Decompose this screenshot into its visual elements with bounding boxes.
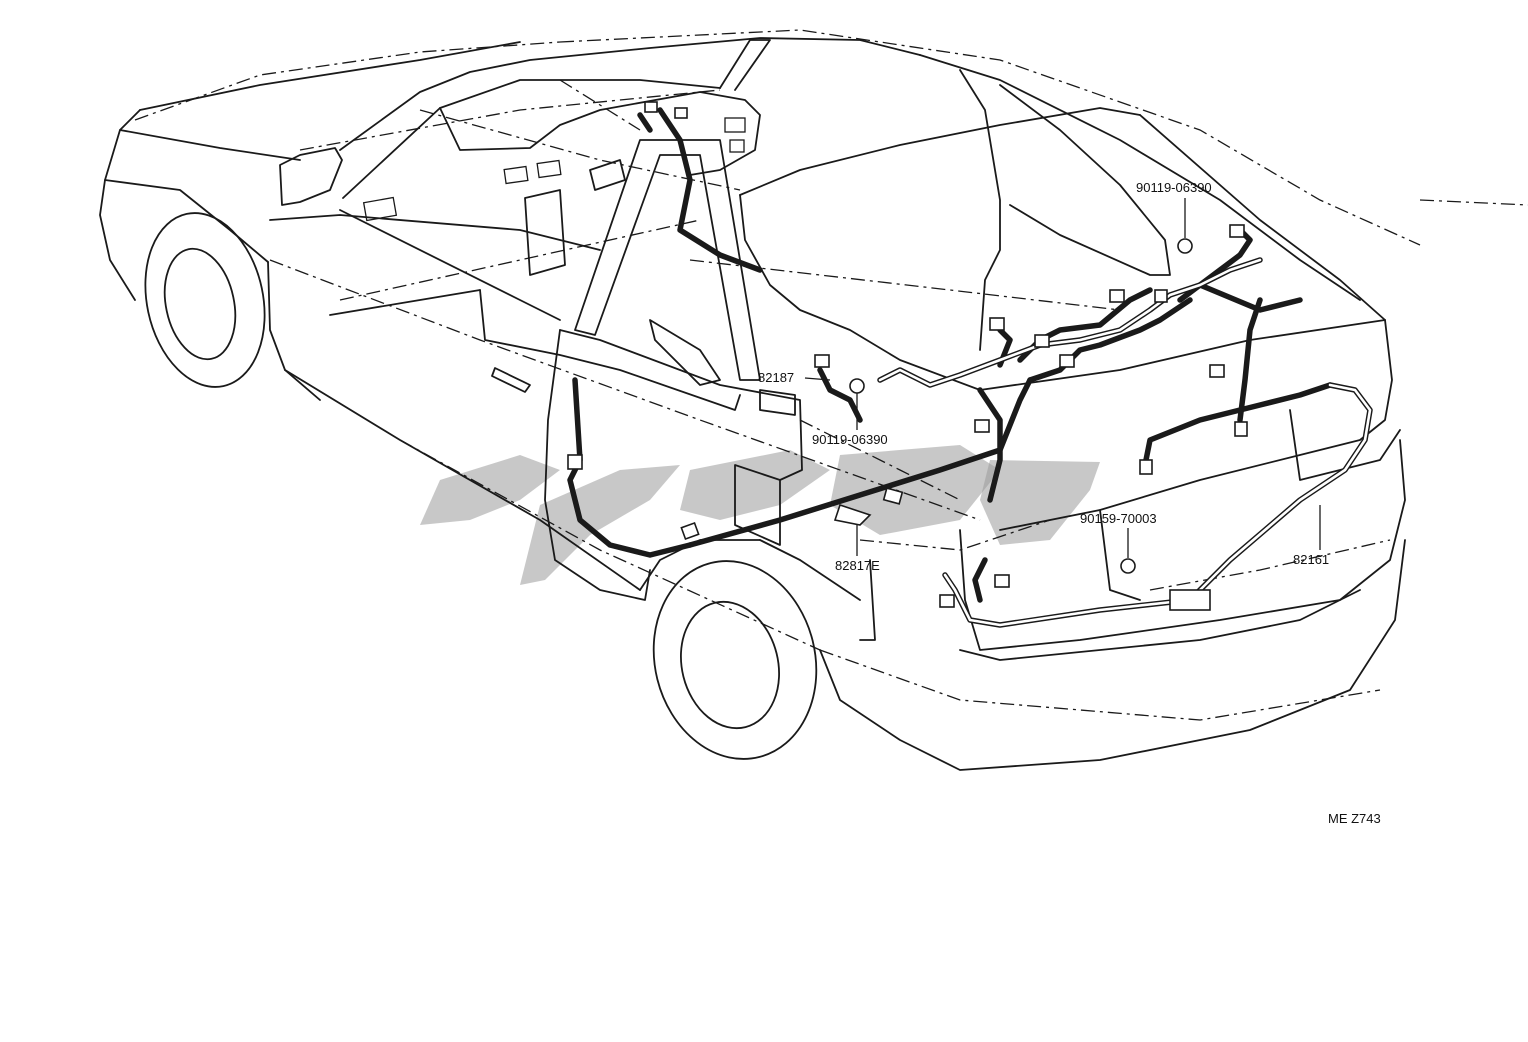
part-labels: 90119-06390 82187 90119-06390 90159-7000… (758, 180, 1381, 826)
part-label-protector: 82817E (835, 558, 880, 573)
leader-lines (804, 198, 1321, 558)
part-label-nut: 90159-70003 (1080, 511, 1157, 526)
phantom-lines (134, 29, 1528, 721)
watermark-logo (420, 445, 1100, 585)
part-label-floor-harness: 82161 (1293, 552, 1329, 567)
part-label-sub-harness: 82187 (758, 370, 794, 385)
part-label-bolt-mid: 90119-06390 (812, 432, 888, 447)
part-label-clip-top: 90119-06390 (1136, 180, 1212, 195)
wire-harness (567, 101, 1373, 628)
figure-code: ME Z743 (1328, 811, 1381, 826)
car-body (99, 37, 1406, 771)
